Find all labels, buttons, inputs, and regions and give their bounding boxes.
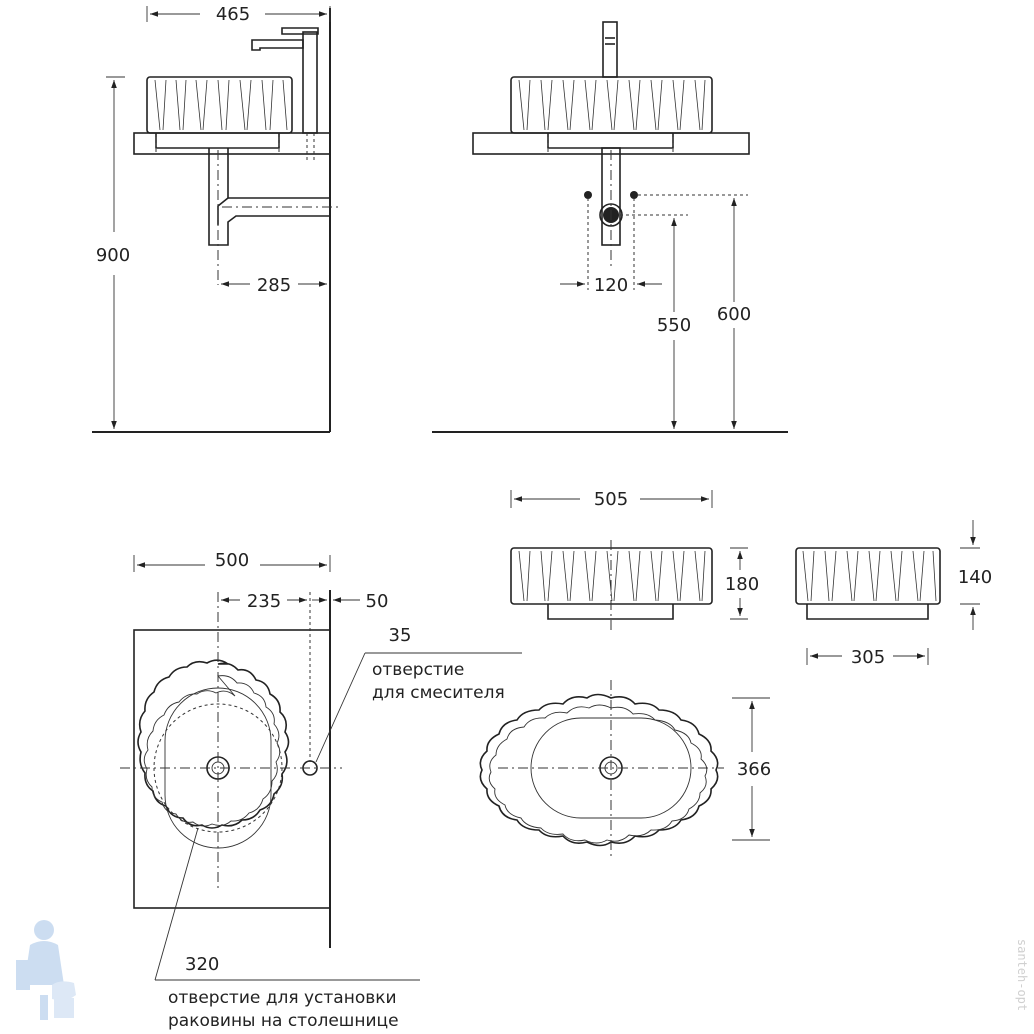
dim-320: 320 — [185, 954, 219, 975]
watermark-text: santeh-opt — [1015, 939, 1029, 1011]
cutout-label-line1: отверстие для установки — [168, 988, 397, 1008]
basin-front — [510, 76, 713, 155]
dim-305: 305 — [851, 647, 885, 668]
mixer-hole-label-line2: для смесителя — [372, 683, 505, 703]
dim-550: 550 — [657, 315, 691, 336]
drain-pipe-side — [208, 148, 342, 285]
hot-supply — [630, 191, 638, 199]
plumber-logo — [16, 920, 76, 1020]
dim-366: 366 — [737, 759, 771, 780]
basin-views: 505 180 140 305 — [479, 489, 992, 858]
countertop-top — [133, 629, 331, 909]
side-view: 465 900 285 — [92, 4, 342, 433]
front-view: 120 550 600 — [432, 21, 788, 433]
faucet-front — [602, 21, 618, 78]
basin-front-elevation — [510, 540, 713, 632]
cutout-label-line2: раковины на столешнице — [168, 1011, 399, 1031]
dim-465: 465 — [216, 4, 250, 25]
dim-900: 900 — [96, 245, 130, 266]
basin-side — [146, 76, 293, 155]
basin-side-elevation — [795, 547, 941, 620]
dim-50: 50 — [366, 591, 389, 612]
dim-120: 120 — [594, 275, 628, 296]
cold-supply — [584, 191, 592, 199]
dim-600: 600 — [717, 304, 751, 325]
dim-500: 500 — [215, 550, 249, 571]
countertop — [133, 132, 331, 155]
top-view: 500 235 50 35 отверстие для смесителя 32… — [120, 550, 522, 1031]
faucet-side — [251, 27, 319, 160]
dim-140: 140 — [958, 567, 992, 588]
basin-outline-top — [137, 659, 290, 829]
dim-235: 235 — [247, 591, 281, 612]
dim-180: 180 — [725, 574, 759, 595]
dim-285: 285 — [257, 275, 291, 296]
dim-505: 505 — [594, 489, 628, 510]
drain-pipe-front — [584, 147, 638, 270]
dim-35: 35 — [389, 625, 412, 646]
basin-plan — [479, 680, 724, 858]
mixer-hole-label-line1: отверстие — [372, 660, 464, 680]
